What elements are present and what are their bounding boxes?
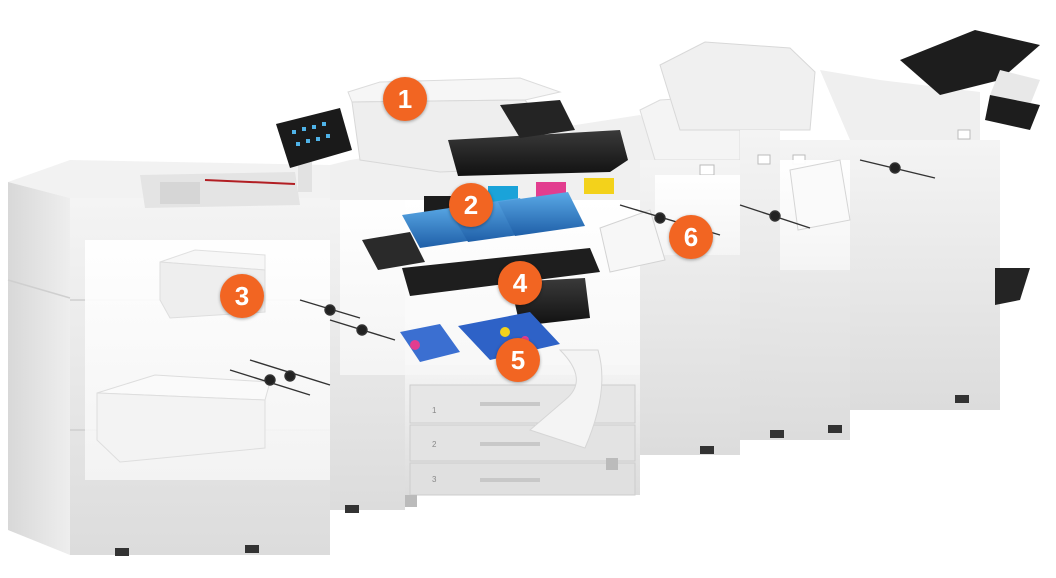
toner-cartridges xyxy=(424,178,614,212)
drawer-number-3: 3 xyxy=(432,475,437,484)
left-paper-feeder xyxy=(7,160,330,556)
toner-yellow xyxy=(584,178,614,194)
finisher-modules xyxy=(659,30,1040,440)
drawer-number-2: 2 xyxy=(432,440,437,449)
callout-6[interactable]: 6 xyxy=(669,215,713,259)
toner-black xyxy=(424,196,454,212)
paper-stack-lower xyxy=(96,374,271,463)
callout-5[interactable]: 5 xyxy=(496,338,540,382)
main-print-engine: 1 2 3 xyxy=(276,77,655,513)
paper-path-exit xyxy=(528,349,603,449)
control-panel xyxy=(276,108,352,192)
drawer-number-1: 1 xyxy=(432,406,437,415)
paper-drawers: 1 2 3 xyxy=(409,384,636,496)
toner-cyan xyxy=(488,186,518,202)
drum-rollers xyxy=(362,192,585,270)
callout-2[interactable]: 2 xyxy=(449,183,493,227)
callout-1[interactable]: 1 xyxy=(383,77,427,121)
callout-4[interactable]: 4 xyxy=(498,261,542,305)
callout-3[interactable]: 3 xyxy=(220,274,264,318)
